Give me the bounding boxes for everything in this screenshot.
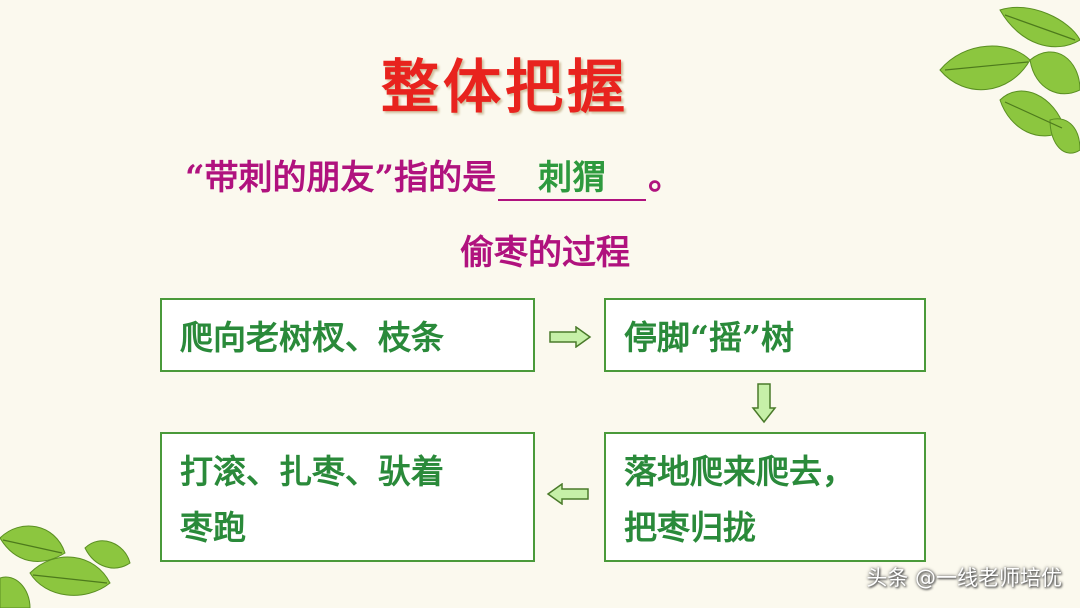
question-period: 。 — [648, 158, 682, 198]
watermark: 头条 @一线老师培优 — [866, 562, 1062, 592]
flow-step-2-text: 停脚“摇”树 — [624, 318, 794, 357]
flow-step-3-line-1: 落地爬来爬去， — [624, 444, 906, 500]
flow-step-4-line-1: 打滚、扎枣、驮着 — [180, 444, 515, 500]
flow-step-4: 打滚、扎枣、驮着 枣跑 — [160, 432, 535, 562]
process-subtitle: 偷枣的过程 — [460, 225, 630, 274]
question-line: “带刺的朋友”指的是刺猬。 — [185, 150, 682, 201]
arrow-right-icon — [548, 326, 592, 348]
flow-step-2: 停脚“摇”树 — [604, 298, 926, 372]
slide-title: 整体把握 — [0, 40, 1010, 124]
arrow-down-icon — [751, 382, 777, 424]
flow-step-4-line-2: 枣跑 — [180, 500, 515, 556]
flow-step-1-text: 爬向老树杈、枝条 — [180, 318, 444, 357]
flow-step-3-line-2: 把枣归拢 — [624, 500, 906, 556]
answer-blank: 刺猬 — [498, 150, 646, 201]
question-prompt: “带刺的朋友”指的是 — [185, 158, 496, 198]
arrow-left-icon — [546, 483, 590, 505]
leaf-decoration-bottom-left — [0, 478, 150, 608]
flow-step-1: 爬向老树杈、枝条 — [160, 298, 535, 372]
flow-step-3: 落地爬来爬去， 把枣归拢 — [604, 432, 926, 562]
